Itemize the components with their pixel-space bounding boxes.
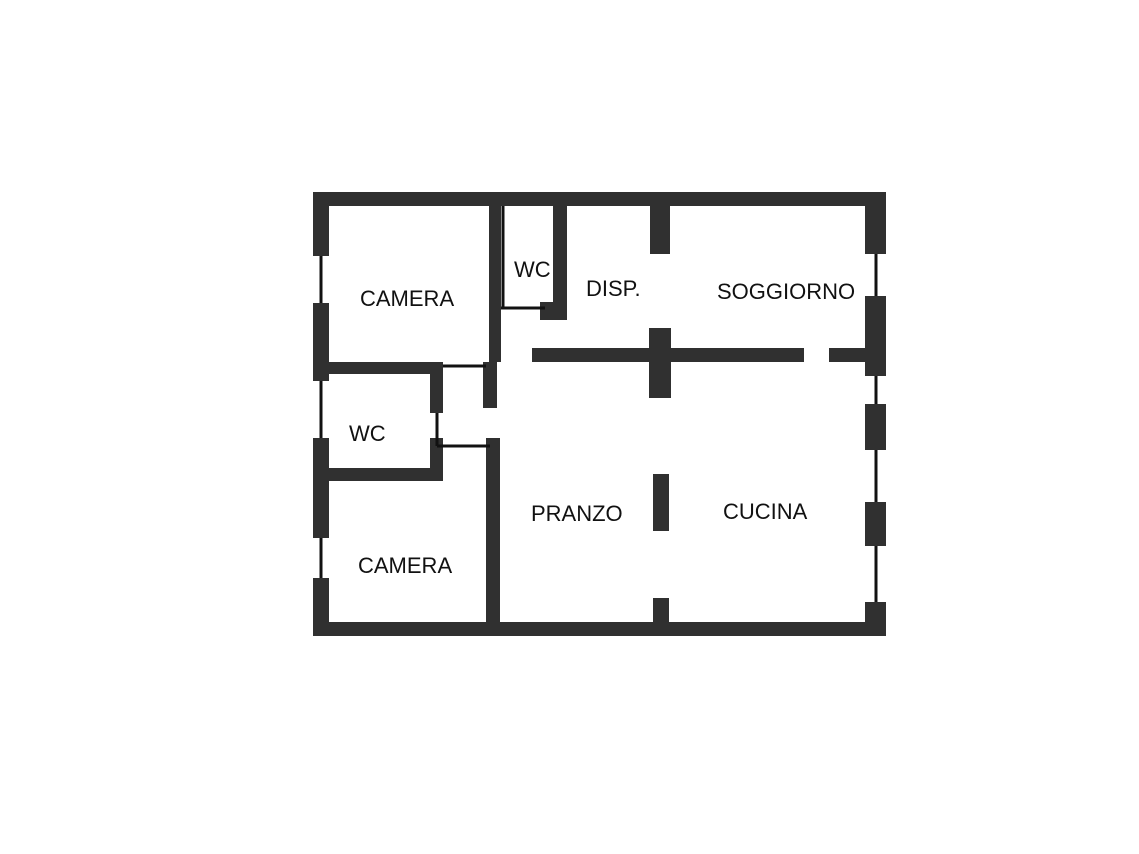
outer-wall-left-1 xyxy=(313,192,329,256)
wall-central-vertical-1 xyxy=(489,192,501,362)
wall-wc-left-bottom xyxy=(313,468,443,481)
wall-wc-top-stub xyxy=(540,302,566,320)
wall-wc-top-right xyxy=(553,192,567,320)
room-label-wc-left: WC xyxy=(349,421,386,446)
room-label-camera-top: CAMERA xyxy=(360,286,454,311)
wall-pranzo-cucina-2 xyxy=(653,598,669,636)
outer-wall-right-4 xyxy=(865,502,886,546)
wall-main-horizontal-2 xyxy=(829,348,886,362)
outer-wall-right-5 xyxy=(865,602,886,636)
wall-camera-wc-horizontal xyxy=(313,362,443,374)
room-labels: CAMERA WC DISP. SOGGIORNO WC PRANZO CUCI… xyxy=(349,257,855,578)
room-label-cucina: CUCINA xyxy=(723,499,808,524)
wall-central-vertical-2 xyxy=(483,362,497,408)
wall-central-vertical-3 xyxy=(486,438,500,636)
outer-wall-left-5 xyxy=(313,578,329,636)
walls xyxy=(313,192,886,636)
room-label-camera-bottom: CAMERA xyxy=(358,553,452,578)
room-label-pranzo: PRANZO xyxy=(531,501,623,526)
room-label-soggiorno: SOGGIORNO xyxy=(717,279,855,304)
wall-main-pillar xyxy=(649,328,671,398)
outer-wall-left-2 xyxy=(313,303,329,381)
outer-wall-right-2 xyxy=(865,296,886,376)
outer-wall-right-1 xyxy=(865,192,886,254)
outer-wall-bottom xyxy=(313,622,886,636)
wall-wc-left-right-2 xyxy=(430,438,443,481)
wall-wc-left-right-1 xyxy=(430,362,443,413)
outer-wall-left-4 xyxy=(313,480,329,538)
wall-disp-soggiorno xyxy=(650,192,670,254)
room-label-disp: DISP. xyxy=(586,276,641,301)
outer-wall-right-3 xyxy=(865,404,886,450)
outer-wall-left-3 xyxy=(313,438,329,470)
openings xyxy=(319,206,878,602)
outer-wall-top xyxy=(313,192,886,206)
wall-pranzo-cucina-1 xyxy=(653,474,669,531)
room-label-wc-top: WC xyxy=(514,257,551,282)
